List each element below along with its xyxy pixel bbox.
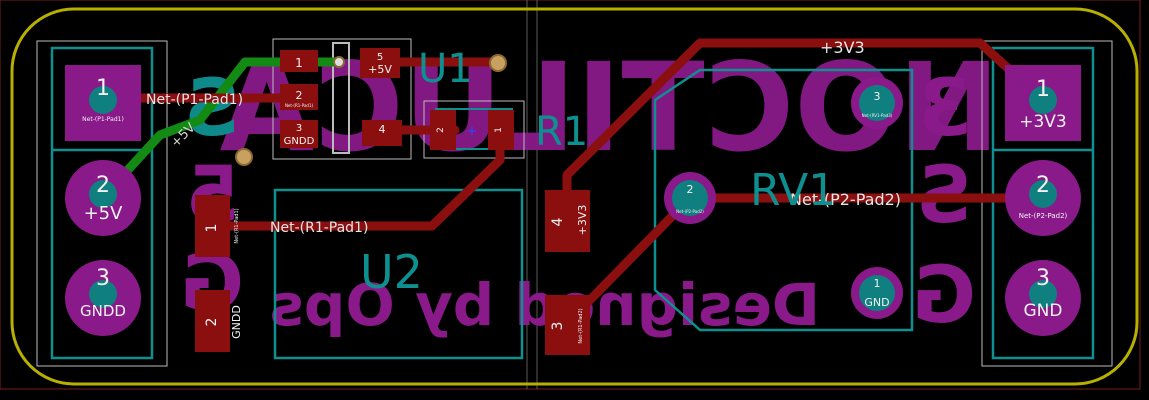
svg-text:G: G	[912, 251, 976, 341]
u2-pad-4[interactable]	[545, 190, 590, 252]
u1-pad-4[interactable]	[362, 120, 402, 146]
svg-text:1: 1	[96, 76, 110, 101]
svg-text:2: 2	[436, 127, 446, 133]
svg-text:GNDD: GNDD	[230, 305, 243, 339]
svg-text:2: 2	[687, 183, 694, 196]
connector-p1[interactable]: 1 Net-(P1-Pad1) 2 +5V 3 GNDD	[65, 65, 141, 336]
svg-text:2: 2	[204, 318, 220, 327]
page-frame	[0, 0, 1141, 390]
r1-pad-1[interactable]	[488, 110, 514, 150]
svg-text:Net-(P1-Pad1): Net-(P1-Pad1)	[146, 92, 243, 108]
svg-text:Net-(R1-Pad1): Net-(R1-Pad1)	[270, 220, 368, 236]
footprint-u2[interactable]	[195, 190, 590, 355]
svg-text:+3V3: +3V3	[820, 38, 865, 57]
svg-text:+5V: +5V	[84, 203, 124, 224]
svg-text:4: 4	[550, 217, 566, 226]
vias	[235, 54, 507, 166]
reference-designators: U1 R1 U2 RV1	[360, 46, 836, 299]
u2-pad-1[interactable]	[195, 195, 230, 257]
u1-pad-2[interactable]	[280, 84, 318, 110]
svg-text:3: 3	[918, 64, 972, 154]
svg-text:+3V3: +3V3	[1019, 112, 1067, 132]
svg-text:Net-(P2-Pad2): Net-(P2-Pad2)	[1019, 212, 1068, 220]
u1-pad-1[interactable]	[280, 50, 318, 72]
svg-text:Designed by Ops: Designed by Ops	[269, 271, 820, 339]
svg-text:2: 2	[1036, 173, 1050, 198]
svg-text:1: 1	[295, 56, 303, 70]
svg-text:GNDD: GNDD	[284, 136, 315, 147]
svg-text:GND: GND	[1024, 301, 1063, 321]
r1-pad-2[interactable]	[430, 110, 456, 150]
svg-text:U2: U2	[360, 245, 423, 299]
u1-pad-5[interactable]	[360, 48, 400, 78]
courtyard-outlines	[36, 38, 1113, 367]
svg-text:Net-(P2-Pad2): Net-(P2-Pad2)	[790, 190, 901, 209]
silk-credit-text: Designed by Ops	[269, 271, 820, 339]
svg-text:GNDD: GNDD	[80, 302, 126, 320]
svg-text:4: 4	[379, 123, 386, 136]
svg-text:Net-(P2-Pad2): Net-(P2-Pad2)	[676, 209, 704, 214]
footprint-r1[interactable]	[430, 110, 514, 150]
u2-pad-3[interactable]	[545, 295, 590, 355]
svg-text:+5V: +5V	[368, 63, 392, 76]
svg-text:RV1: RV1	[750, 165, 836, 216]
svg-text:1: 1	[1036, 77, 1050, 102]
board-edge-outline	[10, 7, 1139, 386]
back-copper-traces	[98, 57, 345, 202]
svg-text:U1: U1	[418, 46, 473, 92]
u2-pad-2[interactable]	[195, 290, 230, 352]
silk-left-letters: S 5 G	[180, 64, 244, 329]
svg-text:5: 5	[377, 52, 383, 63]
footprint-rv1[interactable]: 3 Net-(RV1-Pad3) 2 Net-(P2-Pad2) 1 GND	[664, 77, 903, 319]
svg-text:GND: GND	[864, 296, 889, 309]
svg-text:1: 1	[874, 277, 881, 290]
svg-text:3: 3	[1036, 266, 1050, 291]
svg-text:3: 3	[296, 123, 302, 134]
svg-text:3: 3	[550, 322, 566, 331]
svg-text:3: 3	[874, 90, 881, 103]
svg-text:R1: R1	[535, 109, 588, 155]
svg-text:3: 3	[96, 266, 110, 291]
footprint-u1[interactable]: 1 2 Net-(R1-Pad1) 3 GNDD 5 +5V 4	[280, 48, 402, 148]
u2-pad-labels: 1 Net-(R1-Pad1) 2 GNDD 4 +3V3 3 Net-(R1-…	[204, 205, 589, 344]
svg-text:Net-(R1-Pad1): Net-(R1-Pad1)	[285, 103, 314, 108]
svg-text:2: 2	[296, 89, 303, 102]
trace-net-labels: Net-(P1-Pad1) Net-(R1-Pad1) Net-(P2-Pad2…	[146, 38, 901, 236]
svg-text:+: +	[467, 124, 478, 139]
r1-pad-labels: 2 1 +	[436, 124, 504, 139]
svg-text:1: 1	[204, 224, 220, 233]
connector-p2[interactable]: 1 +3V3 2 Net-(P2-Pad2) 3 GND	[1005, 65, 1081, 336]
svg-text:Net-(RV1-Pad3): Net-(RV1-Pad3)	[862, 113, 893, 118]
svg-text:Net-(R1-Pad1): Net-(R1-Pad1)	[234, 208, 240, 243]
svg-text:Net-(P1-Pad1): Net-(P1-Pad1)	[82, 116, 124, 123]
svg-text:Net-(R1-Pad2): Net-(R1-Pad2)	[578, 308, 584, 343]
svg-text:+3V3: +3V3	[576, 205, 589, 236]
svg-text:2: 2	[96, 173, 110, 198]
u1-pad-3[interactable]	[280, 120, 318, 148]
svg-text:1: 1	[494, 127, 504, 133]
